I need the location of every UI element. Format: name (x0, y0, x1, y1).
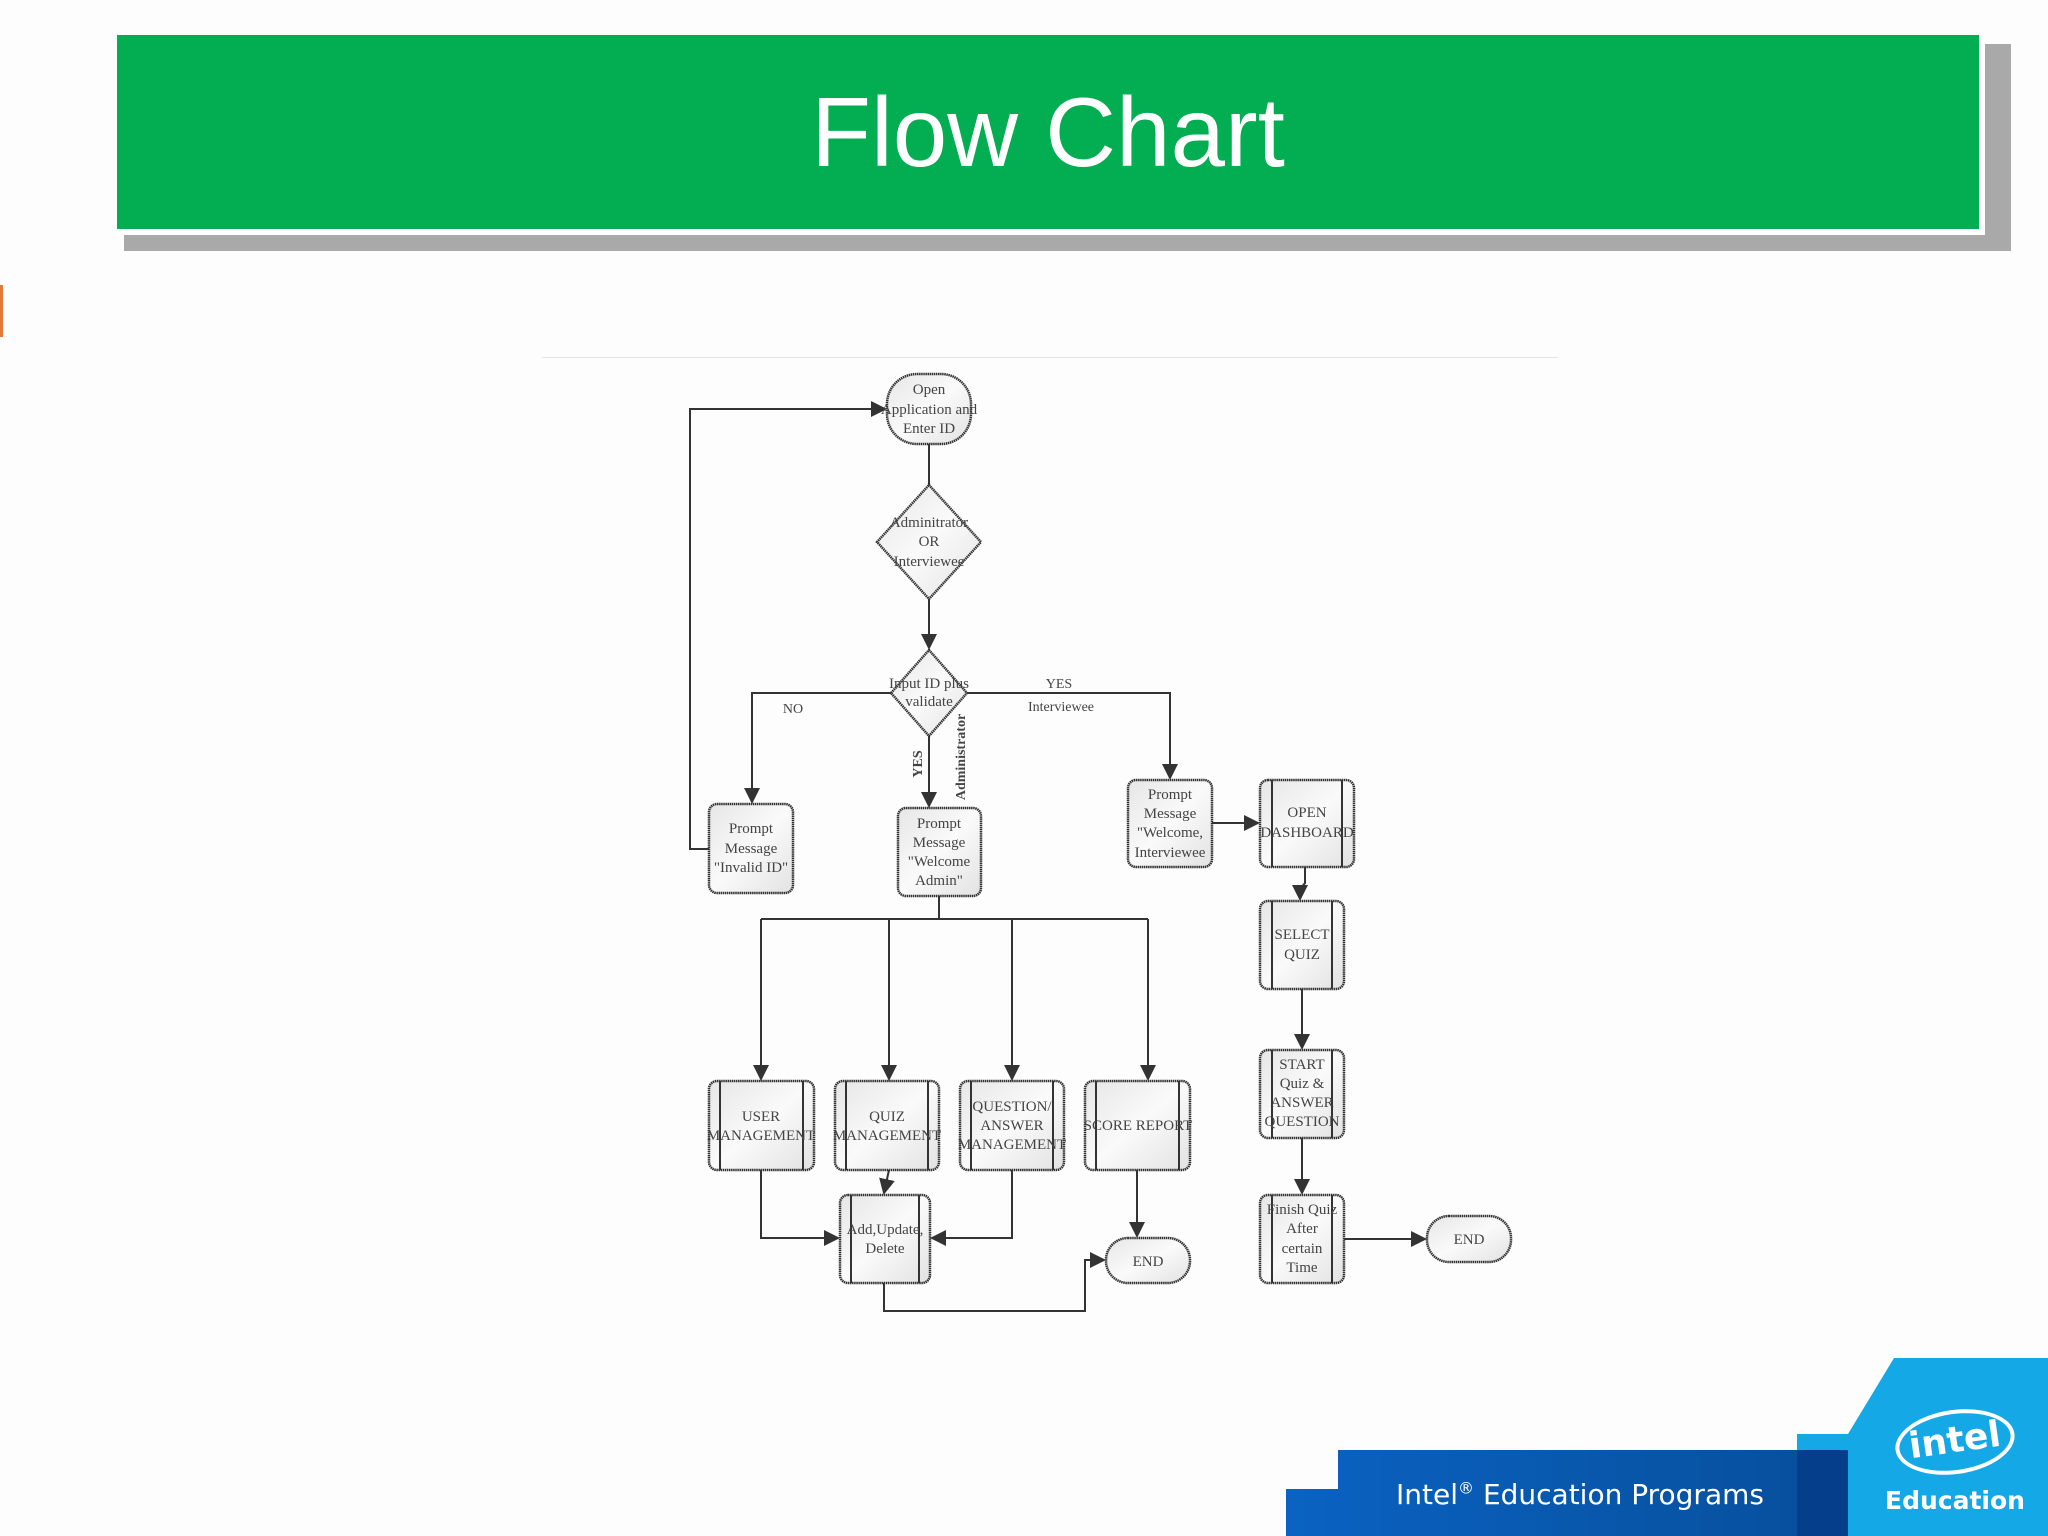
footer-band (1286, 1358, 2048, 1536)
title-banner: Flow Chart (117, 35, 1985, 235)
svg-text:END: END (1133, 1254, 1164, 1270)
svg-text:SCORE REPORT: SCORE REPORT (1084, 1118, 1193, 1134)
slide-title: Flow Chart (811, 76, 1285, 187)
node-score-report: SCORE REPORT (1084, 1079, 1193, 1172)
edge-label-yes-down: YES (911, 750, 926, 777)
divider-line (542, 357, 1558, 358)
footer-brand: Intel (1396, 1478, 1459, 1511)
svg-text:Add,Update,Delete: Add,Update,Delete (847, 1222, 924, 1257)
intel-education-label: Education (1885, 1486, 2025, 1515)
footer-programs: Education Programs (1482, 1478, 1764, 1511)
edge-dashboard-to-select (1292, 867, 1308, 901)
edge-label-yes-right: YES (1046, 677, 1072, 692)
node-end-middle: END (1104, 1236, 1192, 1285)
node-add-update-delete: Add,Update,Delete (838, 1193, 932, 1285)
edge-invalid-loop (689, 401, 887, 850)
edges (689, 401, 1427, 1312)
svg-text:END: END (1454, 1232, 1485, 1248)
registered-mark: ® (1458, 1478, 1475, 1498)
edge-user-to-add (760, 1170, 840, 1246)
edge-qa-to-add (930, 1170, 1013, 1246)
edge-admin-bus (761, 896, 1148, 920)
accent-tick (0, 285, 3, 337)
edge-no (744, 692, 891, 804)
edge-add-to-end (883, 1252, 1106, 1312)
edge-label-interviewee: Interviewee (1028, 700, 1094, 715)
node-end-right: END (1425, 1214, 1513, 1264)
edge-quiz-to-add (879, 1169, 895, 1195)
edge-label-administrator: Administrator (954, 714, 969, 800)
edge-label-no: NO (783, 702, 803, 717)
footer-programs-text: Intel® Education Programs (1360, 1478, 1800, 1511)
edge-yes-interviewee (967, 692, 1178, 780)
